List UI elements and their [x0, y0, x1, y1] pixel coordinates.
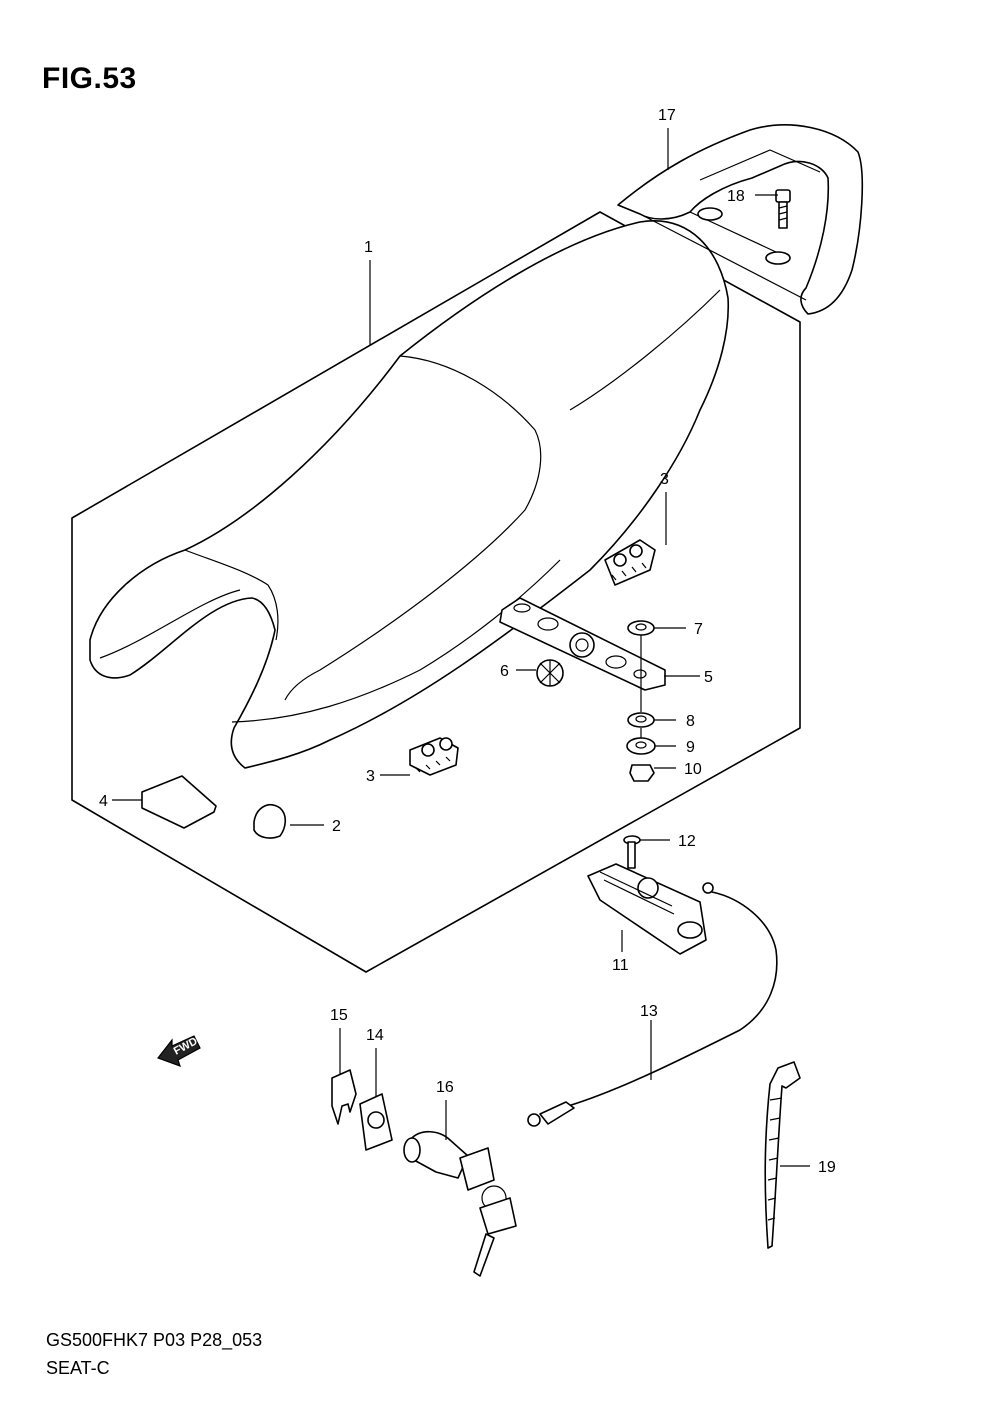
- bracket-5-part: [499, 597, 666, 691]
- callout-14: 14: [366, 1027, 384, 1044]
- callout-10: 10: [684, 761, 702, 778]
- screw-12-part: [623, 835, 641, 869]
- washer-9-part: [626, 737, 656, 755]
- clip-15-part: [331, 1069, 357, 1125]
- leader-lines: [112, 128, 810, 1167]
- fwd-arrow-icon: FWD: [157, 1035, 201, 1067]
- nut-6-part: [536, 659, 564, 687]
- bumper-3-upper-part: [604, 539, 656, 586]
- callout-4: 4: [99, 793, 108, 810]
- callout-3-lower: 3: [366, 768, 375, 785]
- callout-19: 19: [818, 1159, 836, 1176]
- callout-1: 1: [364, 239, 373, 256]
- section-name: SEAT-C: [46, 1358, 110, 1378]
- washer-8-part: [627, 712, 655, 728]
- callout-18: 18: [727, 188, 745, 205]
- cable-13-part: [527, 882, 778, 1127]
- callout-2: 2: [332, 818, 341, 835]
- callout-7: 7: [694, 621, 703, 638]
- callout-3-upper: 3: [660, 471, 669, 488]
- callout-15: 15: [330, 1007, 348, 1024]
- pad-4-part: [141, 775, 217, 829]
- callout-12: 12: [678, 833, 696, 850]
- callout-labels: 1 3 7 5 6 8 9 10 3 4 2 12 11 13 14 15 16…: [99, 107, 836, 1176]
- tie-strap-19-part: [764, 1061, 801, 1249]
- callout-17: 17: [658, 107, 676, 124]
- callout-9: 9: [686, 739, 695, 756]
- callout-5: 5: [704, 669, 713, 686]
- seat-part: [89, 220, 730, 769]
- figure-title: FIG.53: [42, 62, 137, 95]
- grab-rail-part: [617, 124, 864, 315]
- callout-16: 16: [436, 1079, 454, 1096]
- nut-10-part: [629, 764, 655, 782]
- callout-6: 6: [500, 663, 509, 680]
- plate-14-part: [359, 1093, 393, 1151]
- callout-11: 11: [612, 957, 629, 974]
- lock-16-part: [403, 1130, 517, 1277]
- washer-7-part: [627, 620, 655, 636]
- assembly-frame: [71, 211, 801, 973]
- callout-8: 8: [686, 713, 695, 730]
- cushion-2-part: [253, 804, 287, 839]
- bolt-18-part: [775, 189, 791, 229]
- bumper-3-lower-part: [409, 737, 459, 776]
- latch-11-part: [587, 863, 707, 955]
- model-code: GS500FHK7 P03 P28_053: [46, 1330, 263, 1350]
- callout-13: 13: [640, 1003, 658, 1020]
